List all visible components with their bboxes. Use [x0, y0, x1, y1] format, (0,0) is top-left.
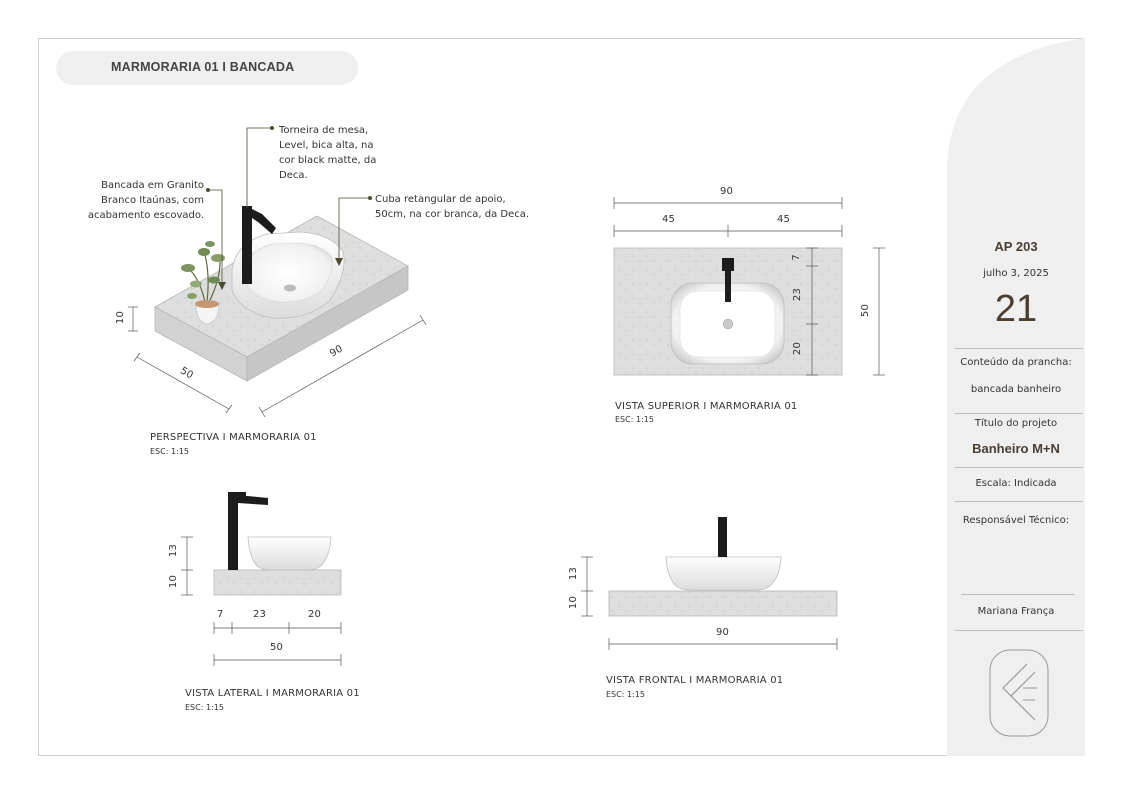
dim-side-basin-h: 13: [168, 543, 180, 558]
header-pill: MARMORARIA 01 I BANCADA: [56, 51, 358, 85]
front-countertop: [608, 590, 838, 617]
sheet-number: 21: [994, 288, 1038, 330]
scale-text: Escala: Indicada: [975, 478, 1057, 489]
dim-top-half-left: 45: [662, 214, 676, 225]
dim-top-d2: 23: [792, 287, 804, 302]
countertop-annotation: Bancada em Granito Branco Itaúnas, com a…: [87, 180, 204, 221]
front-label: VISTA FRONTAL I MARMORARIA 01: [606, 675, 784, 686]
side-view: [181, 492, 342, 666]
responsible-label: Responsável Técnico:: [962, 515, 1070, 526]
dim-front-total: 90: [716, 627, 730, 638]
dim-top-d3: 20: [792, 341, 804, 356]
perspective-view: [128, 126, 427, 418]
apartment-code: AP 203: [994, 239, 1038, 254]
front-view: [581, 517, 838, 650]
basin-annotation: Cuba retangular de apoio, 50cm, na cor b…: [375, 194, 530, 220]
top-faucet: [722, 258, 734, 271]
sheet-date: julho 3, 2025: [983, 268, 1049, 279]
side-label: VISTA LATERAL I MARMORARIA 01: [185, 688, 360, 699]
perspective-label: PERSPECTIVA I MARMORARIA 01: [150, 432, 317, 443]
logo-icon: [989, 649, 1049, 737]
project-value: Banheiro M+N: [972, 441, 1060, 456]
faucet-annotation: Torneira de mesa, Level, bica alta, na c…: [279, 125, 377, 181]
front-faucet: [718, 517, 727, 557]
countertop-side-face: [246, 265, 409, 382]
top-view: [613, 197, 885, 376]
top-label: VISTA SUPERIOR I MARMORARIA 01: [615, 401, 798, 412]
side-scale: ESC: 1:15: [185, 703, 224, 712]
content-value: bancada banheiro: [970, 384, 1062, 395]
front-scale: ESC: 1:15: [606, 690, 645, 699]
side-faucet: [228, 498, 238, 570]
title-block: AP 203 julho 3, 2025 21 Conteúdo da pran…: [947, 38, 1085, 756]
plant-icon: [181, 241, 225, 325]
side-countertop: [213, 569, 342, 596]
top-scale: ESC: 1:15: [615, 415, 654, 424]
dim-side-d3: 20: [308, 609, 322, 620]
title-block-background: [947, 38, 1085, 756]
top-drain-icon: [722, 318, 734, 330]
dim-top-total: 90: [720, 186, 734, 197]
dim-top-depth: 50: [860, 303, 872, 318]
side-basin: [247, 536, 332, 571]
drain-icon: [284, 284, 296, 292]
sheet-title: MARMORARIA 01 I BANCADA: [111, 60, 295, 74]
dim-top-half-right: 45: [777, 214, 791, 225]
drawing-sheet: [38, 38, 1085, 756]
dim-front-basin-h: 13: [568, 566, 580, 581]
responsible-name: Mariana França: [977, 606, 1055, 617]
front-basin: [665, 556, 782, 591]
content-label: Conteúdo da prancha:: [960, 357, 1072, 368]
dim-top-d1: 7: [790, 254, 802, 261]
dim-perspective-height: 10: [115, 310, 127, 325]
dim-front-slab-h: 10: [568, 595, 580, 610]
project-label: Título do projeto: [974, 418, 1058, 429]
dim-side-d1: 7: [217, 609, 224, 620]
perspective-faucet: [242, 206, 252, 284]
perspective-scale: ESC: 1:15: [150, 447, 189, 456]
dim-side-d2: 23: [253, 609, 267, 620]
dim-side-slab-h: 10: [168, 574, 180, 589]
dim-side-total: 50: [270, 642, 284, 653]
